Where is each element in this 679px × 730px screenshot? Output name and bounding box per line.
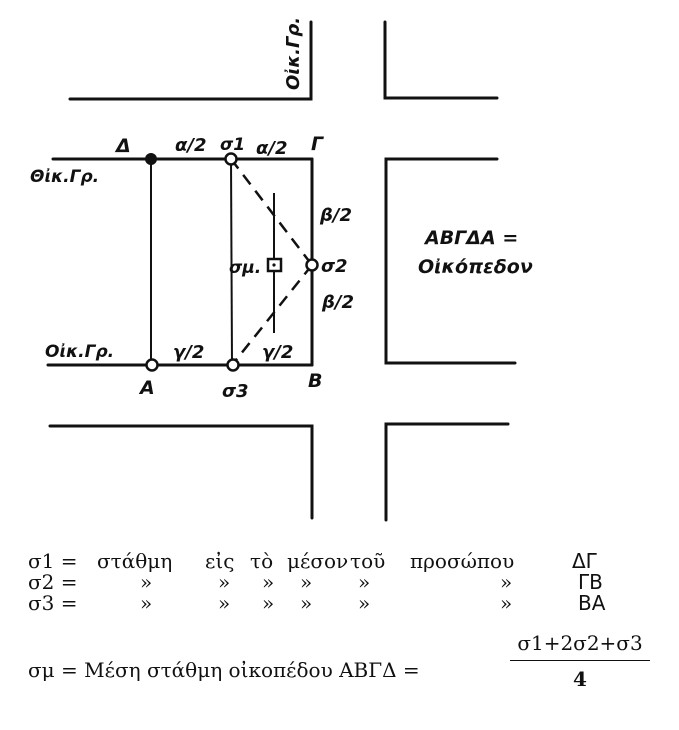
legend-ditto: » <box>218 591 231 615</box>
point-sm-dot <box>272 263 276 267</box>
legend-word: στάθμη <box>97 549 173 573</box>
legend-side: ΒΑ <box>578 591 606 615</box>
dashed-s2-s3 <box>231 264 313 366</box>
label-s2: σ2 <box>321 256 348 277</box>
legend-ditto: » <box>358 591 371 615</box>
block-top-left <box>68 20 313 101</box>
plot-diagram: Oἰκ.Γρ. Θἰκ.Γρ. Oἰκ.Γρ. Δ Γ A B σ1 σ2 σ3… <box>30 17 533 522</box>
plot-caption-line2: Oἰκόπεδον <box>418 256 533 278</box>
dashed-s1-s2 <box>230 158 313 266</box>
legend-word: τοῦ <box>350 549 386 573</box>
block-top-right <box>383 20 499 100</box>
segment-top-right: α/2 <box>256 138 287 159</box>
average-definition: σμ = Μέση στάθμη οἰκοπέδου ΑΒΓΔ = <box>28 658 420 682</box>
legend-symbol: σ1 = <box>28 549 78 573</box>
legend-ditto: » <box>262 591 275 615</box>
point-delta <box>145 153 157 165</box>
legend-ditto: » <box>218 570 231 594</box>
legend-word: εἰς <box>205 549 235 573</box>
formula-numerator: σ1+2σ2+σ3 <box>517 631 643 655</box>
vertex-delta: Δ <box>114 135 131 157</box>
vertex-gamma: Γ <box>311 133 324 155</box>
block-bottom-left <box>48 424 314 520</box>
legend-ditto: » <box>300 570 313 594</box>
legend-word: τὸ <box>250 549 274 573</box>
legend-symbol: σ2 = <box>28 570 78 594</box>
legend-ditto: » <box>300 591 313 615</box>
legend-side: ΔΓ <box>572 549 597 573</box>
street-label-top: Θἰκ.Γρ. <box>30 167 99 187</box>
legend-word: μέσον <box>287 549 349 573</box>
legend-ditto: » <box>140 570 153 594</box>
segment-top-left: α/2 <box>175 135 206 156</box>
point-s3 <box>226 358 240 372</box>
segment-bottom-left: γ/2 <box>173 342 204 363</box>
legend-ditto: » <box>262 570 275 594</box>
block-right <box>384 157 517 365</box>
block-bottom-right <box>384 422 510 522</box>
legend-ditto: » <box>358 570 371 594</box>
legend: σ1 = στάθμη εἰς τὸ μέσον τοῦ προσώπου ΔΓ… <box>0 530 679 730</box>
legend-word: προσώπου <box>410 549 515 573</box>
legend-side: ΓΒ <box>578 570 603 594</box>
segment-right-top: β/2 <box>319 205 352 226</box>
plot-caption-line1: ΑΒΓΔΑ = <box>423 227 518 249</box>
midline-s1-s3 <box>230 158 233 366</box>
label-sm: σμ. <box>229 258 261 278</box>
point-s1 <box>224 152 238 166</box>
point-s2 <box>305 258 319 272</box>
formula-denominator: 4 <box>573 667 587 691</box>
legend-ditto: » <box>500 570 513 594</box>
vertex-beta: B <box>308 370 322 392</box>
legend-symbol: σ3 = <box>28 591 78 615</box>
segment-right-bottom: β/2 <box>321 292 354 313</box>
legend-ditto: » <box>140 591 153 615</box>
label-s1: σ1 <box>220 135 245 155</box>
vertex-alpha: A <box>138 377 155 399</box>
point-alpha <box>145 358 159 372</box>
segment-bottom-right: γ/2 <box>262 342 293 363</box>
street-label-bottom: Oἰκ.Γρ. <box>45 342 114 362</box>
legend-ditto: » <box>500 591 513 615</box>
street-label-vertical: Oἰκ.Γρ. <box>283 17 304 90</box>
fraction-bar <box>510 660 650 661</box>
average-formula: σ1+2σ2+σ3 4 <box>510 630 650 691</box>
label-s3: σ3 <box>222 381 249 402</box>
